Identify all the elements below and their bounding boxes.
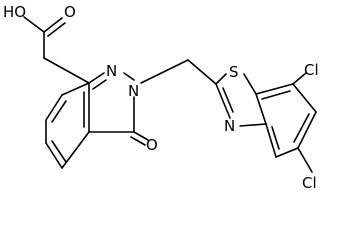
bond-c2-s	[215, 73, 227, 85]
bond-n2-n3	[123, 72, 135, 81]
bond-c4-c3a-inner	[271, 126, 280, 150]
bond-c7-c6	[292, 83, 317, 113]
bond-c2-n	[215, 83, 231, 119]
atom-labels: HO O N N O S N Cl Cl	[3, 3, 319, 192]
bond-n3-ch2	[140, 59, 189, 84]
bond-s-c7a	[243, 73, 257, 95]
bond-c-o-double-b	[47, 22, 66, 37]
bond-c8-c7-inner	[51, 100, 67, 123]
bond-c7-cl	[292, 72, 307, 85]
atom-label-cl7: Cl	[304, 61, 319, 79]
bond-c7a-c7-inner	[261, 90, 291, 100]
bond-c-o-double-a	[43, 17, 63, 33]
methylene-linker	[140, 59, 217, 85]
benzo-ring	[45, 82, 90, 169]
bond-c6-c5	[45, 142, 63, 169]
bond-n-c3a	[239, 123, 267, 127]
atom-label-o-acid: O	[64, 3, 76, 21]
benzothiazole-ring	[215, 72, 317, 173]
bond-c6-c5-inner	[293, 113, 310, 143]
atom-label-s: S	[229, 63, 239, 81]
bond-c8a-c8	[61, 82, 90, 96]
atom-label-ho: HO	[3, 3, 26, 21]
bond-c5-cl	[297, 147, 313, 173]
bond-c8-c7	[45, 94, 63, 121]
acetic-acid-group	[23, 16, 90, 84]
bond-c5-c4a	[61, 131, 90, 169]
bond-c3a-c7a	[255, 93, 267, 125]
bond-c2-n-inner	[222, 87, 234, 113]
bond-c7a-c7	[255, 83, 294, 95]
bond-ch2-c1	[43, 57, 90, 84]
phthalazinone-ring	[83, 72, 149, 146]
bond-c1-n2-a	[88, 72, 105, 84]
atom-label-n3: N	[128, 82, 139, 100]
molecule-structure: HO O N N O S N Cl Cl	[3, 3, 319, 192]
atom-label-n-thiazole: N	[224, 117, 235, 135]
atom-label-n2: N	[106, 62, 117, 80]
atom-label-o-ring: O	[146, 136, 158, 154]
bond-c6-c5-inner	[51, 140, 67, 163]
bond-c4-c3a	[265, 123, 277, 158]
atom-label-cl5: Cl	[302, 174, 317, 192]
bond-c6-c5	[297, 111, 317, 149]
bond-c4-o-b	[130, 136, 146, 146]
bond-c1-n2-b	[92, 79, 107, 90]
bond-oh-c	[23, 16, 45, 33]
bond-c4-o-a	[133, 131, 149, 141]
bond-c5-c4	[275, 147, 299, 158]
bond-ch2-c2	[187, 59, 217, 85]
